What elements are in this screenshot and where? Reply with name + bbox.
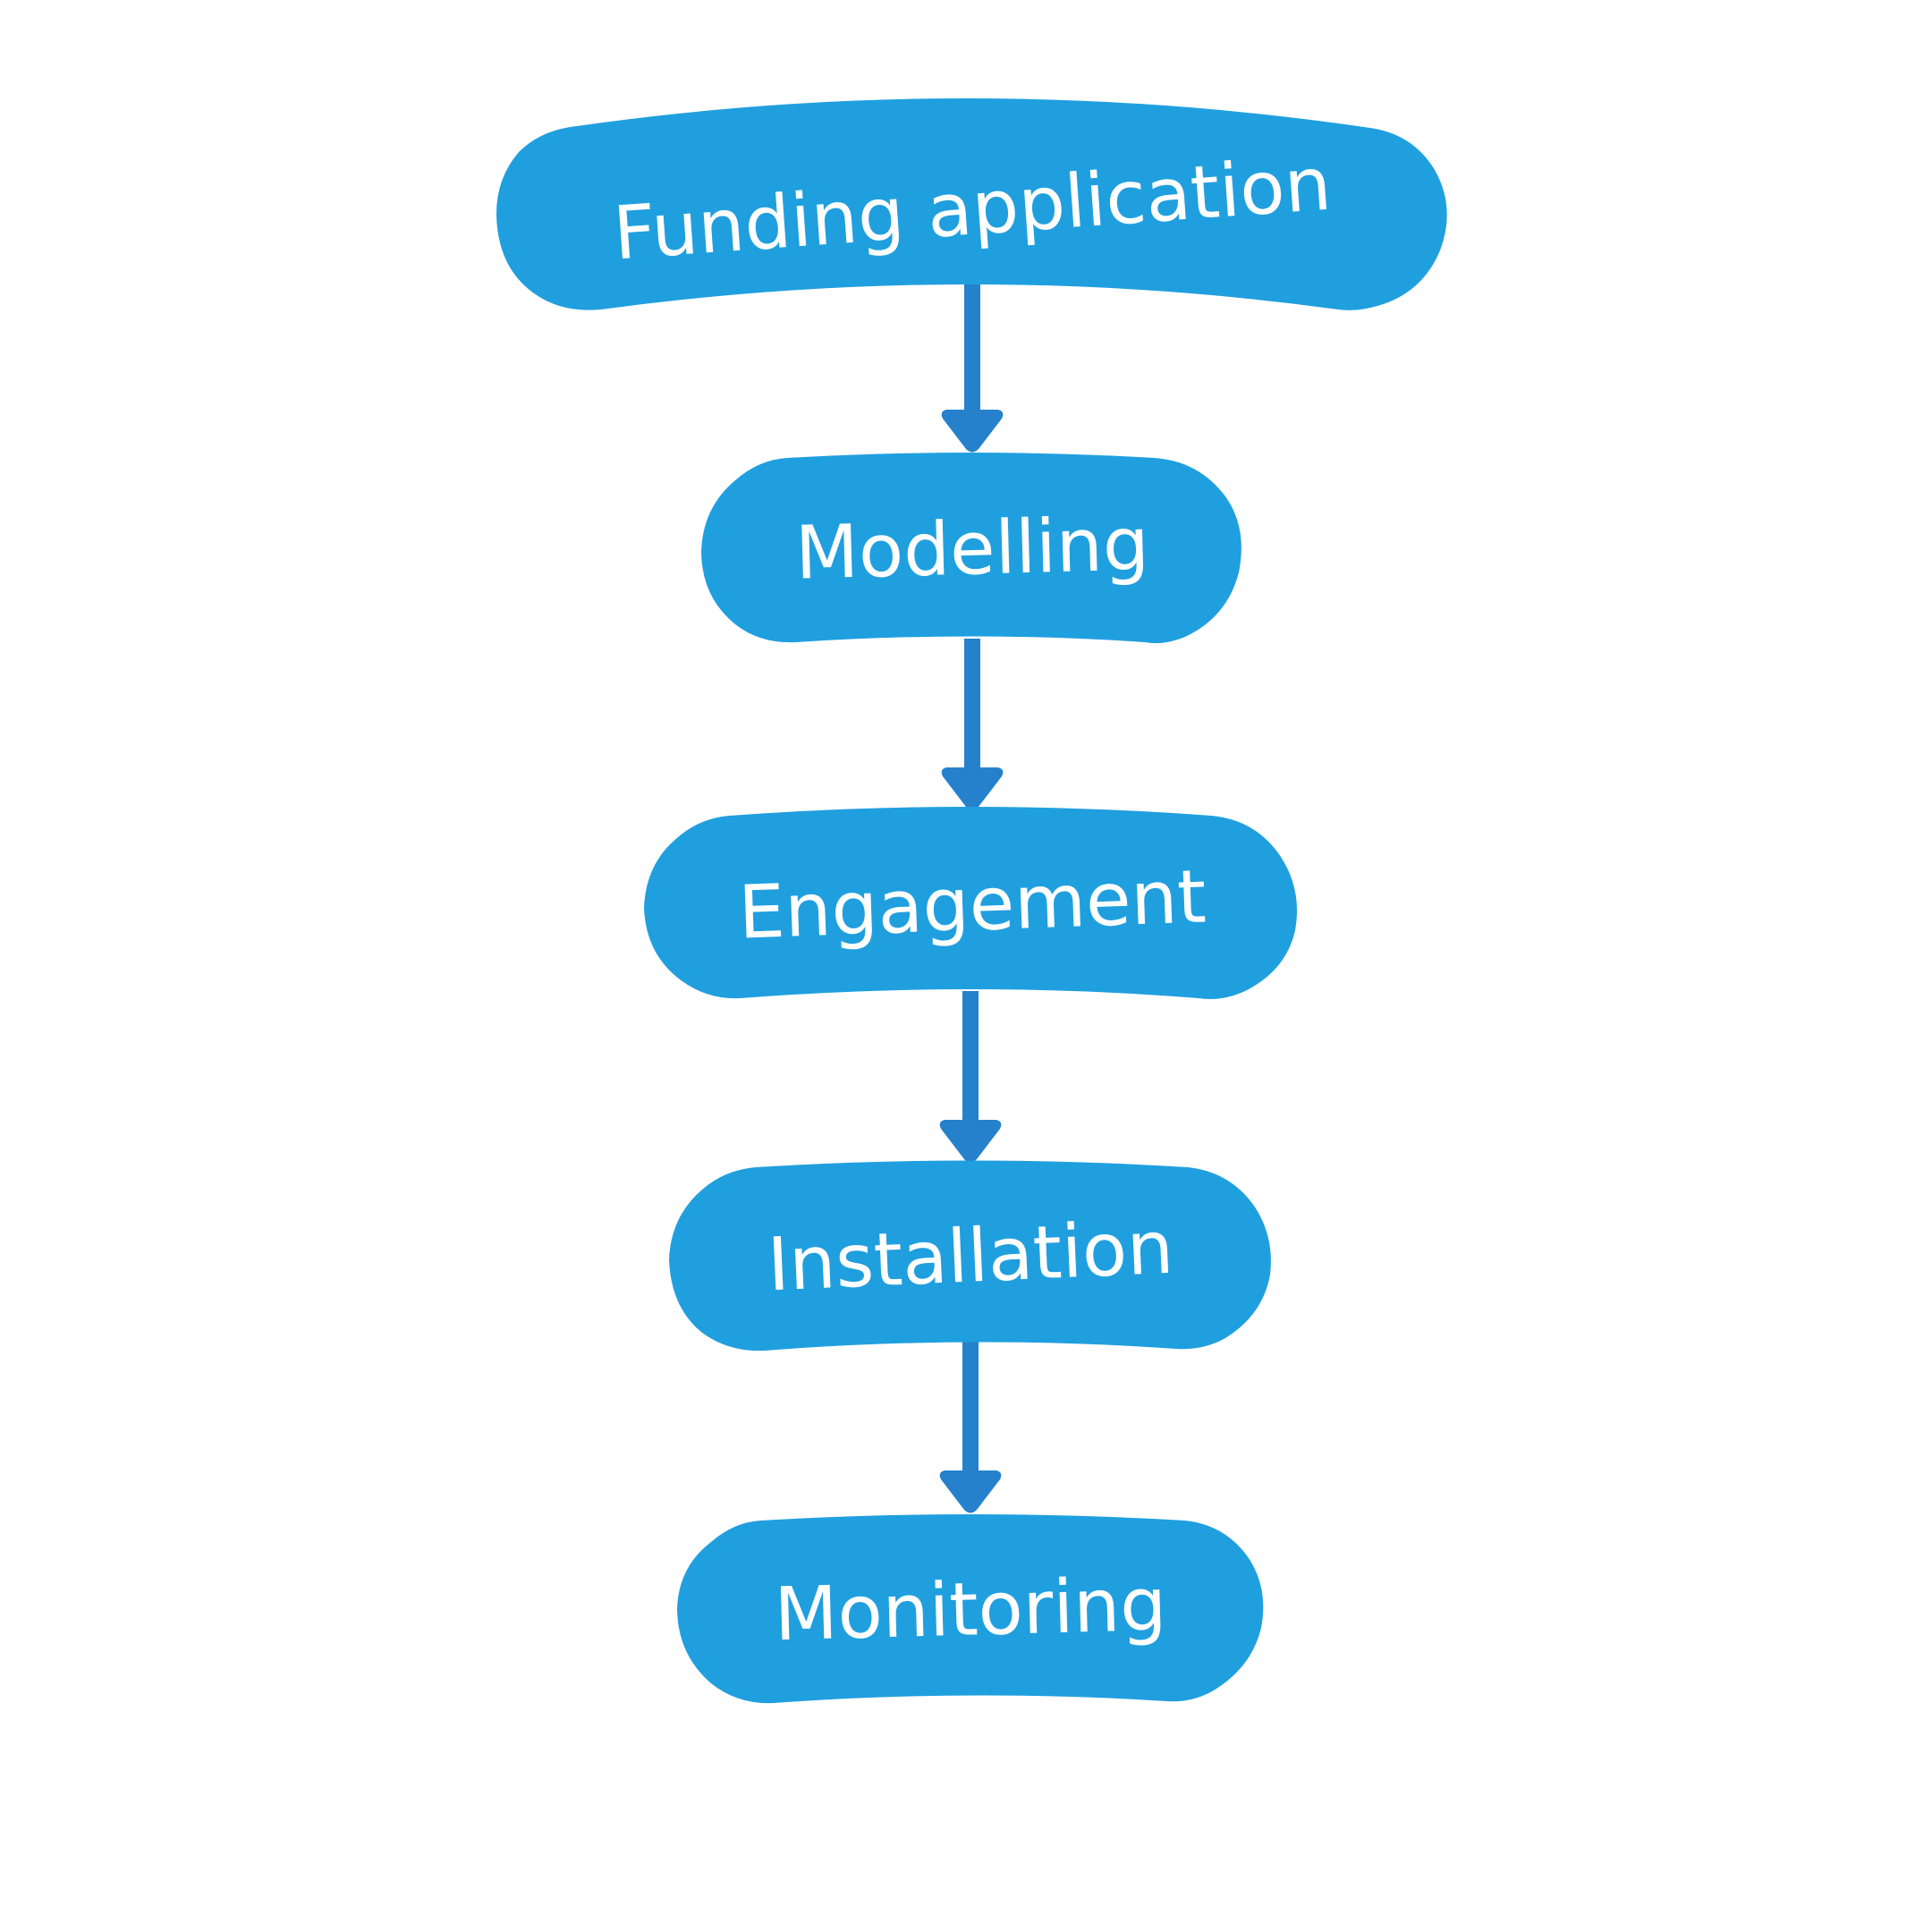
- node-monitoring[interactable]: Monitoring: [677, 1514, 1264, 1704]
- node-installation[interactable]: Installation: [669, 1160, 1271, 1352]
- edge-line: [962, 991, 979, 1127]
- arrowhead-icon: [939, 1470, 1002, 1513]
- edge-line: [964, 277, 980, 417]
- node-label: Modelling: [794, 502, 1150, 596]
- node-label: Engagement: [737, 854, 1208, 955]
- node-funding-application[interactable]: Funding application: [496, 97, 1447, 310]
- arrowhead-icon: [941, 767, 1004, 810]
- node-label: Monitoring: [774, 1563, 1168, 1657]
- edge-line: [962, 1342, 979, 1478]
- node-shape: [644, 807, 1297, 999]
- node-label: Installation: [766, 1206, 1175, 1309]
- node-engagement[interactable]: Engagement: [644, 807, 1297, 999]
- edge-installation-to-monitoring: [939, 1342, 1002, 1513]
- edge-engagement-to-installation: [939, 991, 1002, 1163]
- edge-line: [964, 639, 980, 775]
- node-shape: [669, 1160, 1271, 1352]
- arrowhead-icon: [941, 410, 1004, 453]
- node-modelling[interactable]: Modelling: [701, 453, 1241, 644]
- edge-modelling-to-engagement: [941, 639, 1004, 810]
- node-shape: [677, 1514, 1264, 1704]
- arrowhead-icon: [939, 1120, 1002, 1163]
- node-shape: [701, 453, 1241, 644]
- node-shape: [496, 97, 1447, 310]
- edge-funding-to-modelling: [941, 277, 1004, 453]
